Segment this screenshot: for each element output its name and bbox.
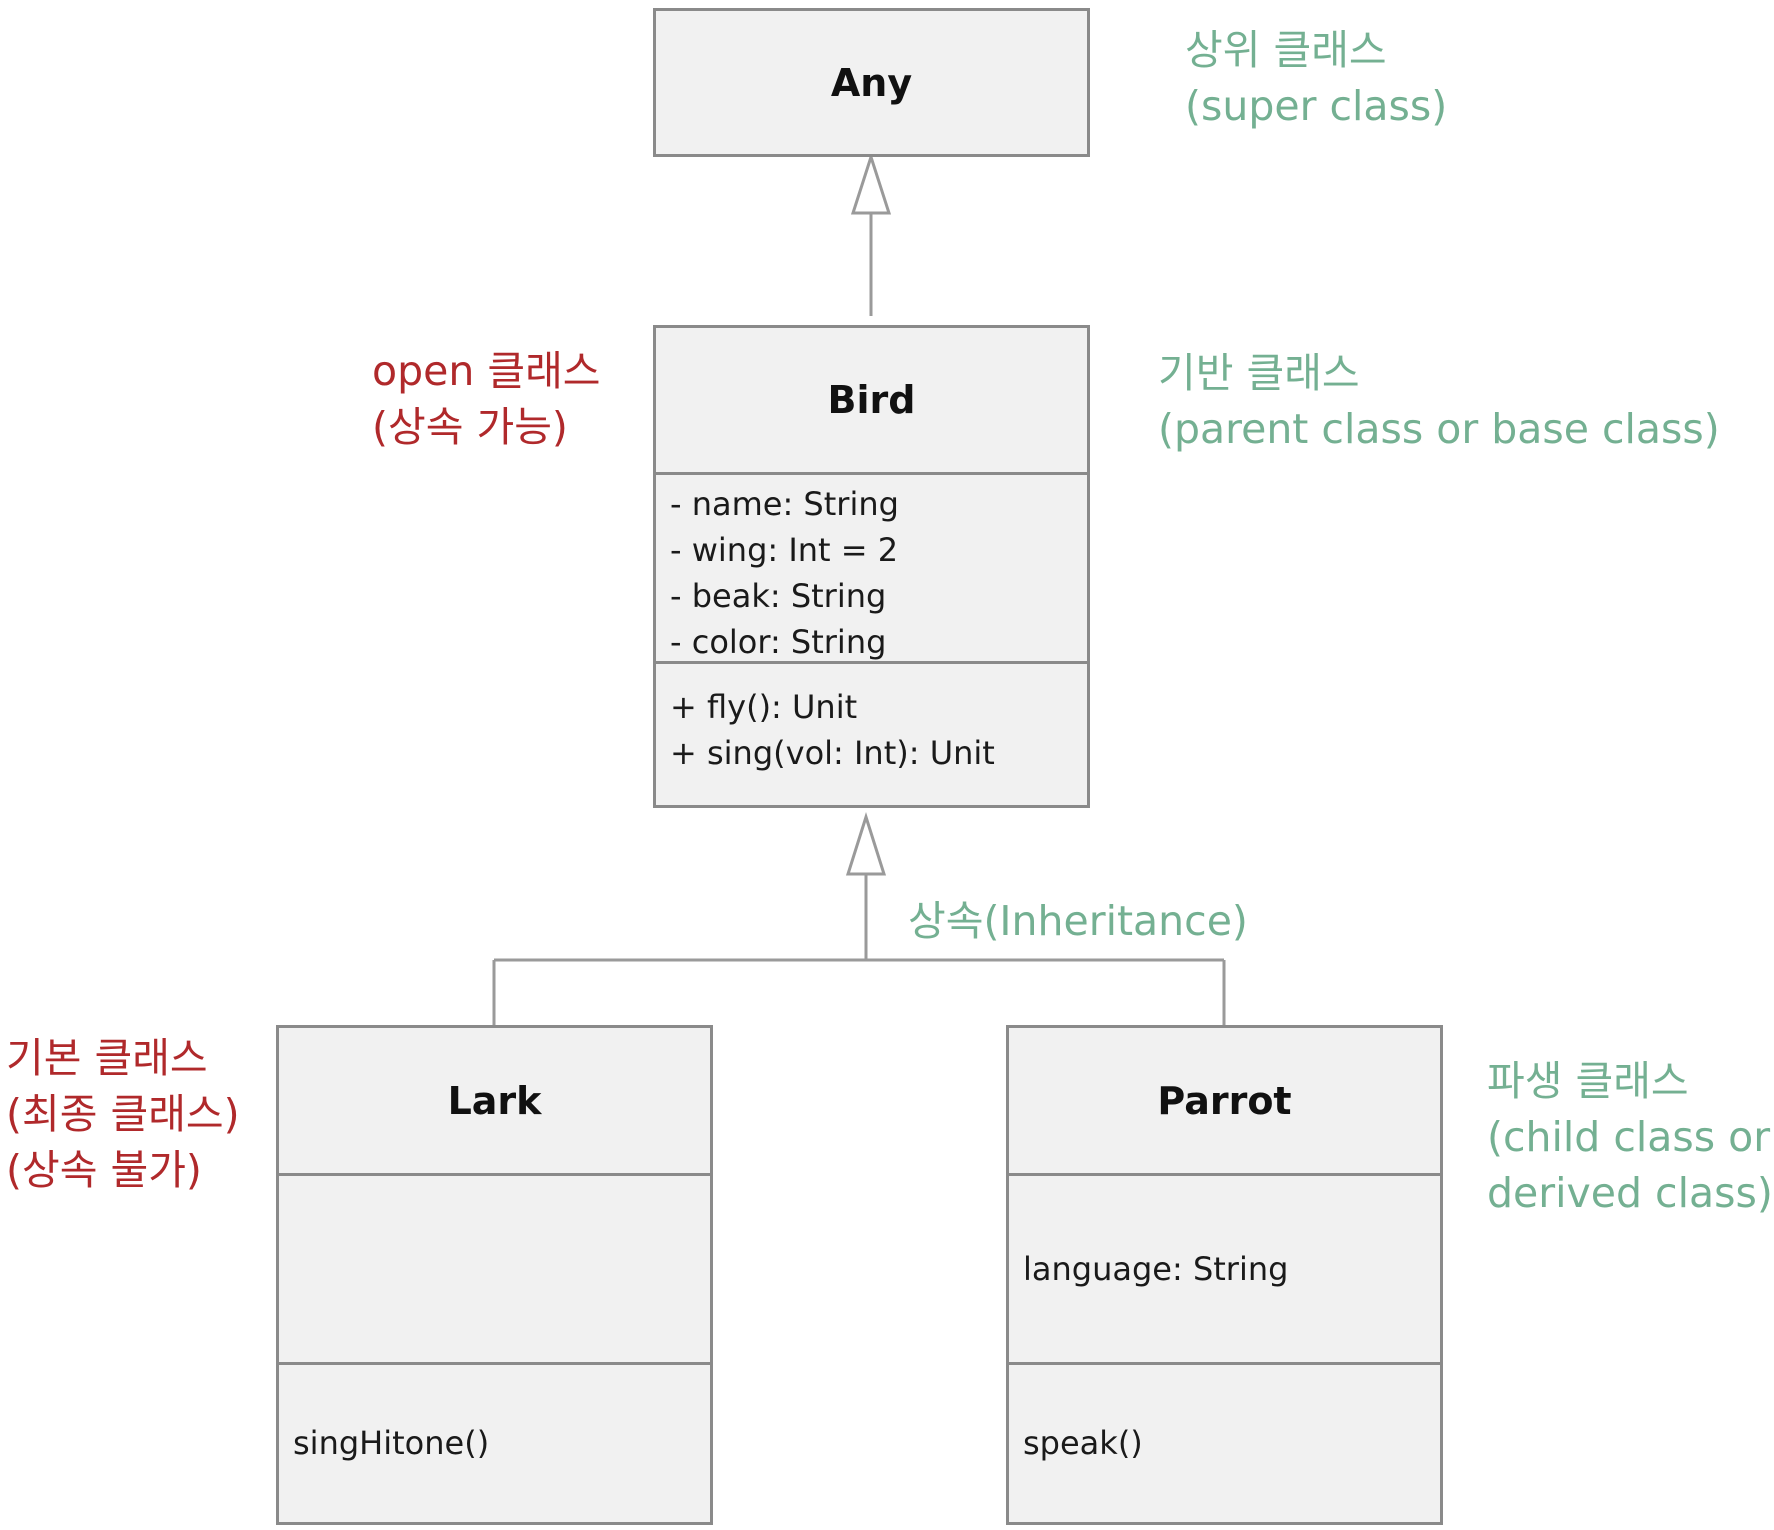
note-line: (parent class or base class) bbox=[1158, 405, 1720, 453]
note-line: 상위 클래스 bbox=[1185, 26, 1387, 74]
note-line: 기본 클래스 bbox=[6, 1034, 208, 1082]
class-lark-attributes bbox=[279, 1173, 710, 1362]
bird-generalization-arrow bbox=[845, 812, 887, 876]
note-line: (상속 불가) bbox=[6, 1146, 202, 1194]
class-any-name: Any bbox=[830, 60, 913, 105]
class-lark-methods: singHitone() bbox=[279, 1362, 710, 1522]
class-parrot-methods: speak() bbox=[1009, 1362, 1440, 1522]
open-class-note: open 클래스 (상속 가능) bbox=[372, 343, 601, 455]
note-line: derived class) bbox=[1487, 1169, 1773, 1217]
class-parrot-attributes: language: String bbox=[1009, 1173, 1440, 1362]
note-line: (super class) bbox=[1185, 82, 1448, 130]
attribute: - color: String bbox=[670, 623, 887, 661]
base-class-note: 기반 클래스 (parent class or base class) bbox=[1158, 345, 1720, 457]
class-parrot-name: Parrot bbox=[1157, 1078, 1292, 1123]
inheritance-label: 상속(Inheritance) bbox=[908, 897, 1248, 945]
note-line: open 클래스 bbox=[372, 347, 601, 395]
class-bird-attributes: - name: String - wing: Int = 2 - beak: S… bbox=[656, 472, 1087, 661]
class-lark-name: Lark bbox=[447, 1078, 542, 1123]
attribute: language: String bbox=[1023, 1250, 1289, 1288]
note-line: (최종 클래스) bbox=[6, 1090, 240, 1138]
superclass-note: 상위 클래스 (super class) bbox=[1185, 22, 1447, 134]
note-line: 파생 클래스 bbox=[1487, 1057, 1689, 1105]
method: + sing(vol: Int): Unit bbox=[670, 734, 995, 772]
method: singHitone() bbox=[293, 1424, 490, 1462]
class-bird-name: Bird bbox=[827, 378, 916, 422]
attribute: - wing: Int = 2 bbox=[670, 531, 899, 569]
note-line: 기반 클래스 bbox=[1158, 349, 1360, 397]
any-generalization-arrow bbox=[850, 152, 892, 215]
final-class-note: 기본 클래스 (최종 클래스) (상속 불가) bbox=[6, 1030, 240, 1198]
method: + fly(): Unit bbox=[670, 688, 858, 726]
derived-class-note: 파생 클래스 (child class or derived class) bbox=[1487, 1053, 1773, 1221]
note-line: (child class or bbox=[1487, 1113, 1771, 1161]
class-parrot: Parrot language: String speak() bbox=[1006, 1025, 1443, 1525]
method: speak() bbox=[1023, 1424, 1143, 1462]
class-bird-methods: + fly(): Unit + sing(vol: Int): Unit bbox=[656, 661, 1087, 805]
class-lark: Lark singHitone() bbox=[276, 1025, 713, 1525]
attribute: - name: String bbox=[670, 485, 899, 523]
class-bird: Bird - name: String - wing: Int = 2 - be… bbox=[653, 325, 1090, 808]
attribute: - beak: String bbox=[670, 577, 887, 615]
note-line: (상속 가능) bbox=[372, 403, 568, 451]
class-any: Any bbox=[653, 8, 1090, 157]
